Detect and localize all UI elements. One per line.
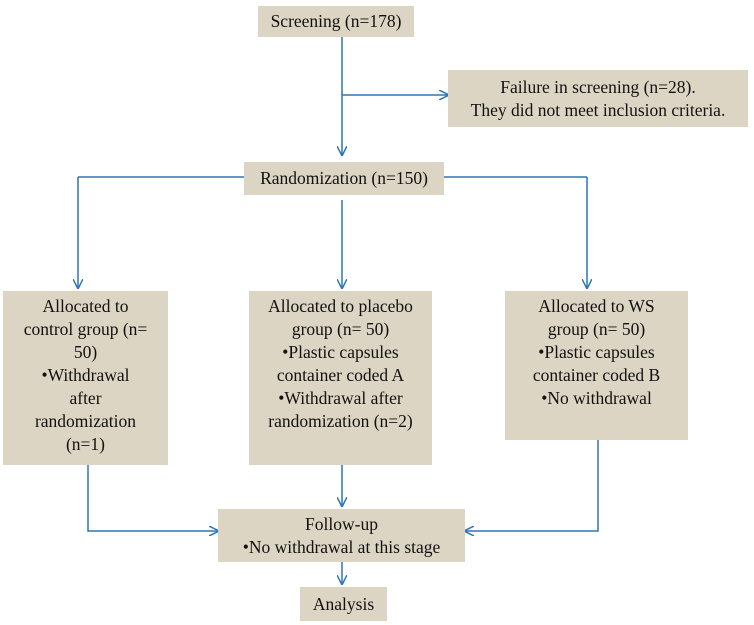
arrow-control-to-followup [87, 465, 218, 531]
followup-box: Follow-up•No withdrawal at this stage [218, 509, 465, 562]
placebo-group-box: Allocated to placebo group (n= 50) •Plasti… [249, 291, 432, 465]
placebo-group-box-line-5: •Withdrawal after [278, 388, 403, 408]
placebo-group-box-line-4: container coded A [276, 365, 405, 385]
arrow-ws-to-followup [465, 440, 599, 531]
ws-group-box-line-3: •Plastic capsules [538, 342, 655, 362]
placebo-group-box-line-1: Allocated to placebo [268, 296, 413, 316]
randomization-box-line-1: Randomization (n=150) [260, 168, 428, 188]
followup-box-line-2: •No withdrawal at this stage [242, 536, 441, 557]
control-group-box-line-5: after [69, 388, 102, 408]
control-group-box: Allocated to control group (n= 50) •Withdra… [3, 291, 168, 465]
control-group-box-line-7: (n=1) [65, 434, 106, 454]
control-group-box-line-2: control group (n= [23, 319, 148, 339]
failure-box-line-1: Failure in screening (n=28). [500, 76, 696, 97]
ws-group-box-line-1: Allocated to WS [538, 296, 655, 316]
placebo-group-box-line-3: •Plastic capsules [282, 342, 399, 362]
ws-group-box: Allocated to WS group (n= 50) •Plastic cap… [505, 291, 688, 440]
placebo-group-box-line-2: group (n= 50) [291, 319, 390, 339]
screening-box: Screening (n=178) [258, 6, 414, 37]
control-group-box-line-6: randomization [34, 411, 137, 431]
ws-group-box-line-5: •No withdrawal [541, 388, 652, 408]
screening-box-line-1: Screening (n=178) [270, 11, 402, 31]
ws-group-box-line-4: container coded B [532, 365, 661, 385]
control-group-box-line-1: Allocated to [42, 296, 129, 316]
control-group-box-line-4: •Withdrawal [41, 365, 130, 385]
control-group-box-line-3: 50) [73, 342, 98, 362]
analysis-box-line-1: Analysis [312, 593, 375, 614]
placebo-group-box-line-6: randomization (n=2) [268, 411, 413, 431]
randomization-box: Randomization (n=150) [244, 162, 444, 195]
followup-box-line-1: Follow-up [305, 513, 378, 534]
failure-box: Failure in screening (n=28).They did not… [448, 70, 748, 127]
analysis-box: Analysis [300, 587, 387, 621]
ws-group-box-line-2: group (n= 50) [547, 319, 646, 339]
failure-box-line-2: They did not meet inclusion criteria. [470, 99, 726, 120]
